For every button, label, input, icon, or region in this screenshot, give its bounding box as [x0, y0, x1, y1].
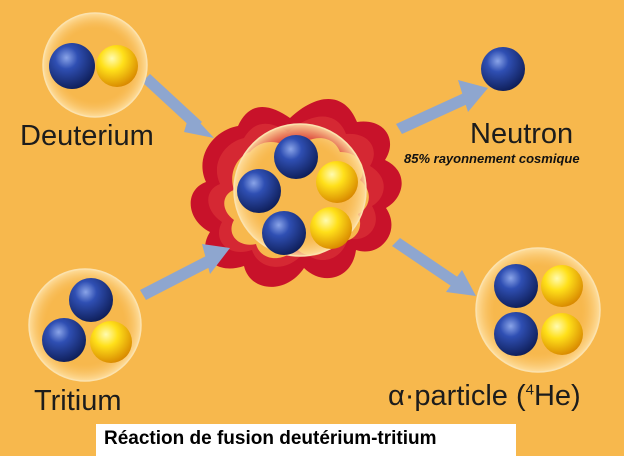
neutron-sphere-icon	[494, 312, 538, 356]
tritium-label: Tritium	[34, 385, 122, 417]
proton-sphere-icon	[90, 321, 132, 363]
alpha-particle-nucleus	[475, 247, 601, 373]
neutron-sphere-icon	[262, 211, 306, 255]
neutron-sphere-icon	[49, 43, 95, 89]
arrow-deuterium-in	[142, 74, 214, 138]
proton-sphere-icon	[541, 313, 583, 355]
neutron-sphere-icon	[237, 169, 281, 213]
proton-sphere-icon	[96, 45, 138, 87]
free-neutron-sphere-icon	[481, 47, 525, 91]
arrow-neutron-out	[396, 80, 488, 134]
arrows	[140, 74, 488, 300]
neutron-sphere-icon	[274, 135, 318, 179]
deuterium-label: Deuterium	[20, 120, 154, 152]
caption-box	[96, 424, 516, 456]
tritium-nucleus	[28, 268, 142, 382]
fused-nucleus	[233, 123, 367, 257]
arrow-alpha-out	[392, 238, 476, 296]
neutron-sphere-icon	[69, 278, 113, 322]
alpha-label-suffix: He)	[533, 380, 581, 412]
arrow-tritium-in	[140, 244, 230, 300]
proton-sphere-icon	[541, 265, 583, 307]
alpha-label-superscript: 4	[525, 381, 534, 399]
cosmic-radiation-note: 85% rayonnement cosmique	[404, 151, 580, 166]
alpha-particle-label: α·particle (4He)	[388, 380, 581, 413]
alpha-label-prefix: α·particle (	[388, 380, 526, 412]
proton-sphere-icon	[310, 207, 352, 249]
alpha-halo	[475, 247, 601, 373]
deuterium-halo	[42, 12, 148, 118]
proton-sphere-icon	[316, 161, 358, 203]
neutron-sphere-icon	[42, 318, 86, 362]
deuterium-nucleus	[42, 12, 148, 118]
neutron-sphere-icon	[494, 264, 538, 308]
neutron-label: Neutron	[470, 118, 574, 150]
caption: Réaction de fusion deutérium-tritium	[104, 428, 437, 449]
